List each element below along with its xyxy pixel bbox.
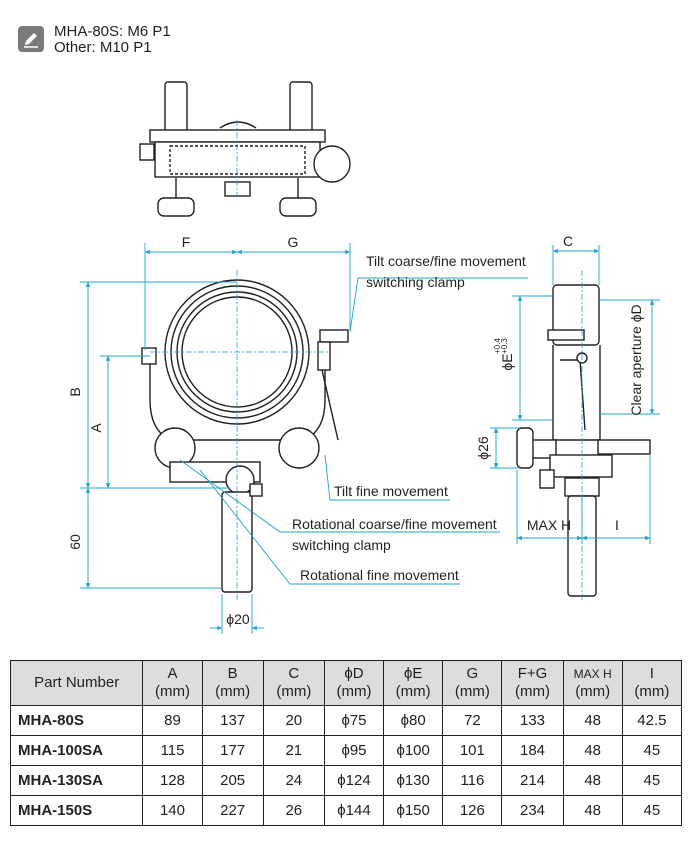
dim-I: I bbox=[615, 517, 619, 533]
cell-g: 72 bbox=[442, 705, 503, 736]
dim-phiE-tol-lower: +0.3 bbox=[500, 338, 509, 354]
cell-i: 45 bbox=[621, 735, 683, 766]
cell-i: 45 bbox=[621, 795, 683, 826]
header-g: G(mm) bbox=[442, 660, 503, 706]
dim-maxh: MAX H bbox=[527, 517, 571, 533]
dimension-lines bbox=[80, 243, 660, 634]
callout-rot-clamp-1: Rotational coarse/fine movement bbox=[292, 516, 497, 532]
header-phie: ϕE(mm) bbox=[383, 660, 444, 706]
cell-a: 115 bbox=[142, 735, 203, 766]
cell-phid: ϕ95 bbox=[323, 735, 385, 766]
cell-a: 128 bbox=[142, 765, 203, 796]
header-c: C(mm) bbox=[262, 660, 325, 706]
cell-fg: 214 bbox=[501, 765, 564, 796]
table-row: MHA-130SA 128 205 24 ϕ124 ϕ130 116 214 4… bbox=[9, 765, 683, 796]
dim-B: B bbox=[67, 387, 83, 396]
cell-b: 205 bbox=[201, 765, 264, 796]
header-fg: F+G(mm) bbox=[501, 660, 564, 706]
cell-i: 45 bbox=[621, 765, 683, 796]
cell-phid: ϕ124 bbox=[323, 765, 385, 796]
cell-g: 101 bbox=[442, 735, 503, 766]
cell-a: 89 bbox=[142, 705, 203, 736]
cell-phie: ϕ100 bbox=[383, 735, 444, 766]
table-header-row: Part Number A(mm) B(mm) C(mm) ϕD(mm) ϕE(… bbox=[9, 660, 683, 706]
cell-c: 21 bbox=[262, 735, 325, 766]
cell-phie: ϕ80 bbox=[383, 705, 444, 736]
cell-c: 26 bbox=[262, 795, 325, 826]
cell-g: 116 bbox=[442, 765, 503, 796]
cell-g: 126 bbox=[442, 795, 503, 826]
cell-fg: 184 bbox=[501, 735, 564, 766]
header-part-number: Part Number bbox=[9, 660, 144, 706]
cell-part-number: MHA-80S bbox=[9, 705, 144, 736]
cell-c: 24 bbox=[262, 765, 325, 796]
cell-part-number: MHA-100SA bbox=[9, 735, 144, 766]
dim-60: 60 bbox=[67, 534, 83, 550]
note-line-1: MHA-80S: M6 P1 bbox=[54, 23, 171, 40]
cell-maxh: 48 bbox=[562, 705, 623, 736]
dim-G: G bbox=[288, 234, 299, 250]
cell-maxh: 48 bbox=[562, 795, 623, 826]
dim-phiE: ϕE bbox=[499, 353, 515, 370]
cell-fg: 133 bbox=[501, 705, 564, 736]
dim-clear-aperture: Clear aperture ϕD bbox=[628, 304, 644, 415]
cell-phie: ϕ150 bbox=[383, 795, 444, 826]
header-b: B(mm) bbox=[201, 660, 264, 706]
cell-i: 42.5 bbox=[621, 705, 683, 736]
dim-phi20: ϕ20 bbox=[226, 611, 250, 627]
callout-tilt-clamp-2: switching clamp bbox=[366, 274, 465, 290]
cell-b: 137 bbox=[201, 705, 264, 736]
dim-phi26: ϕ26 bbox=[475, 436, 491, 460]
front-view bbox=[141, 270, 349, 600]
cell-maxh: 48 bbox=[562, 765, 623, 796]
table-row: MHA-100SA 115 177 21 ϕ95 ϕ100 101 184 48… bbox=[9, 735, 683, 766]
dim-A: A bbox=[88, 423, 104, 433]
dim-C: C bbox=[563, 233, 573, 249]
dim-F: F bbox=[182, 234, 191, 250]
table-row: MHA-80S 89 137 20 ϕ75 ϕ80 72 133 48 42.5 bbox=[9, 705, 683, 736]
callout-rot-clamp-2: switching clamp bbox=[292, 537, 391, 553]
top-view bbox=[139, 81, 351, 217]
header-i: I(mm) bbox=[621, 660, 683, 706]
callout-rot-fine: Rotational fine movement bbox=[300, 567, 459, 583]
dim-phiE-tol-upper: +0.4 bbox=[493, 338, 502, 354]
cell-part-number: MHA-130SA bbox=[9, 765, 144, 796]
cell-a: 140 bbox=[142, 795, 203, 826]
header-a: A(mm) bbox=[142, 660, 203, 706]
spec-table: Part Number A(mm) B(mm) C(mm) ϕD(mm) ϕE(… bbox=[9, 660, 683, 826]
table-row: MHA-150S 140 227 26 ϕ144 ϕ150 126 234 48… bbox=[9, 795, 683, 826]
cell-c: 20 bbox=[262, 705, 325, 736]
cell-b: 227 bbox=[201, 795, 264, 826]
pencil-note-icon bbox=[18, 26, 44, 52]
note-line-2: Other: M10 P1 bbox=[54, 39, 152, 56]
cell-phid: ϕ144 bbox=[323, 795, 385, 826]
callout-tilt-clamp-1: Tilt coarse/fine movement bbox=[366, 253, 526, 269]
header-phid: ϕD(mm) bbox=[323, 660, 385, 706]
cell-b: 177 bbox=[201, 735, 264, 766]
cell-maxh: 48 bbox=[562, 735, 623, 766]
callout-tilt-fine: Tilt fine movement bbox=[334, 483, 448, 499]
cell-part-number: MHA-150S bbox=[9, 795, 144, 826]
technical-drawing: F G B A 60 ϕ20 C ϕE +0.4 +0.3 Clear aper… bbox=[67, 81, 660, 634]
cell-phid: ϕ75 bbox=[323, 705, 385, 736]
cell-fg: 234 bbox=[501, 795, 564, 826]
header-maxh: MAX H(mm) bbox=[562, 660, 623, 706]
cell-phie: ϕ130 bbox=[383, 765, 444, 796]
